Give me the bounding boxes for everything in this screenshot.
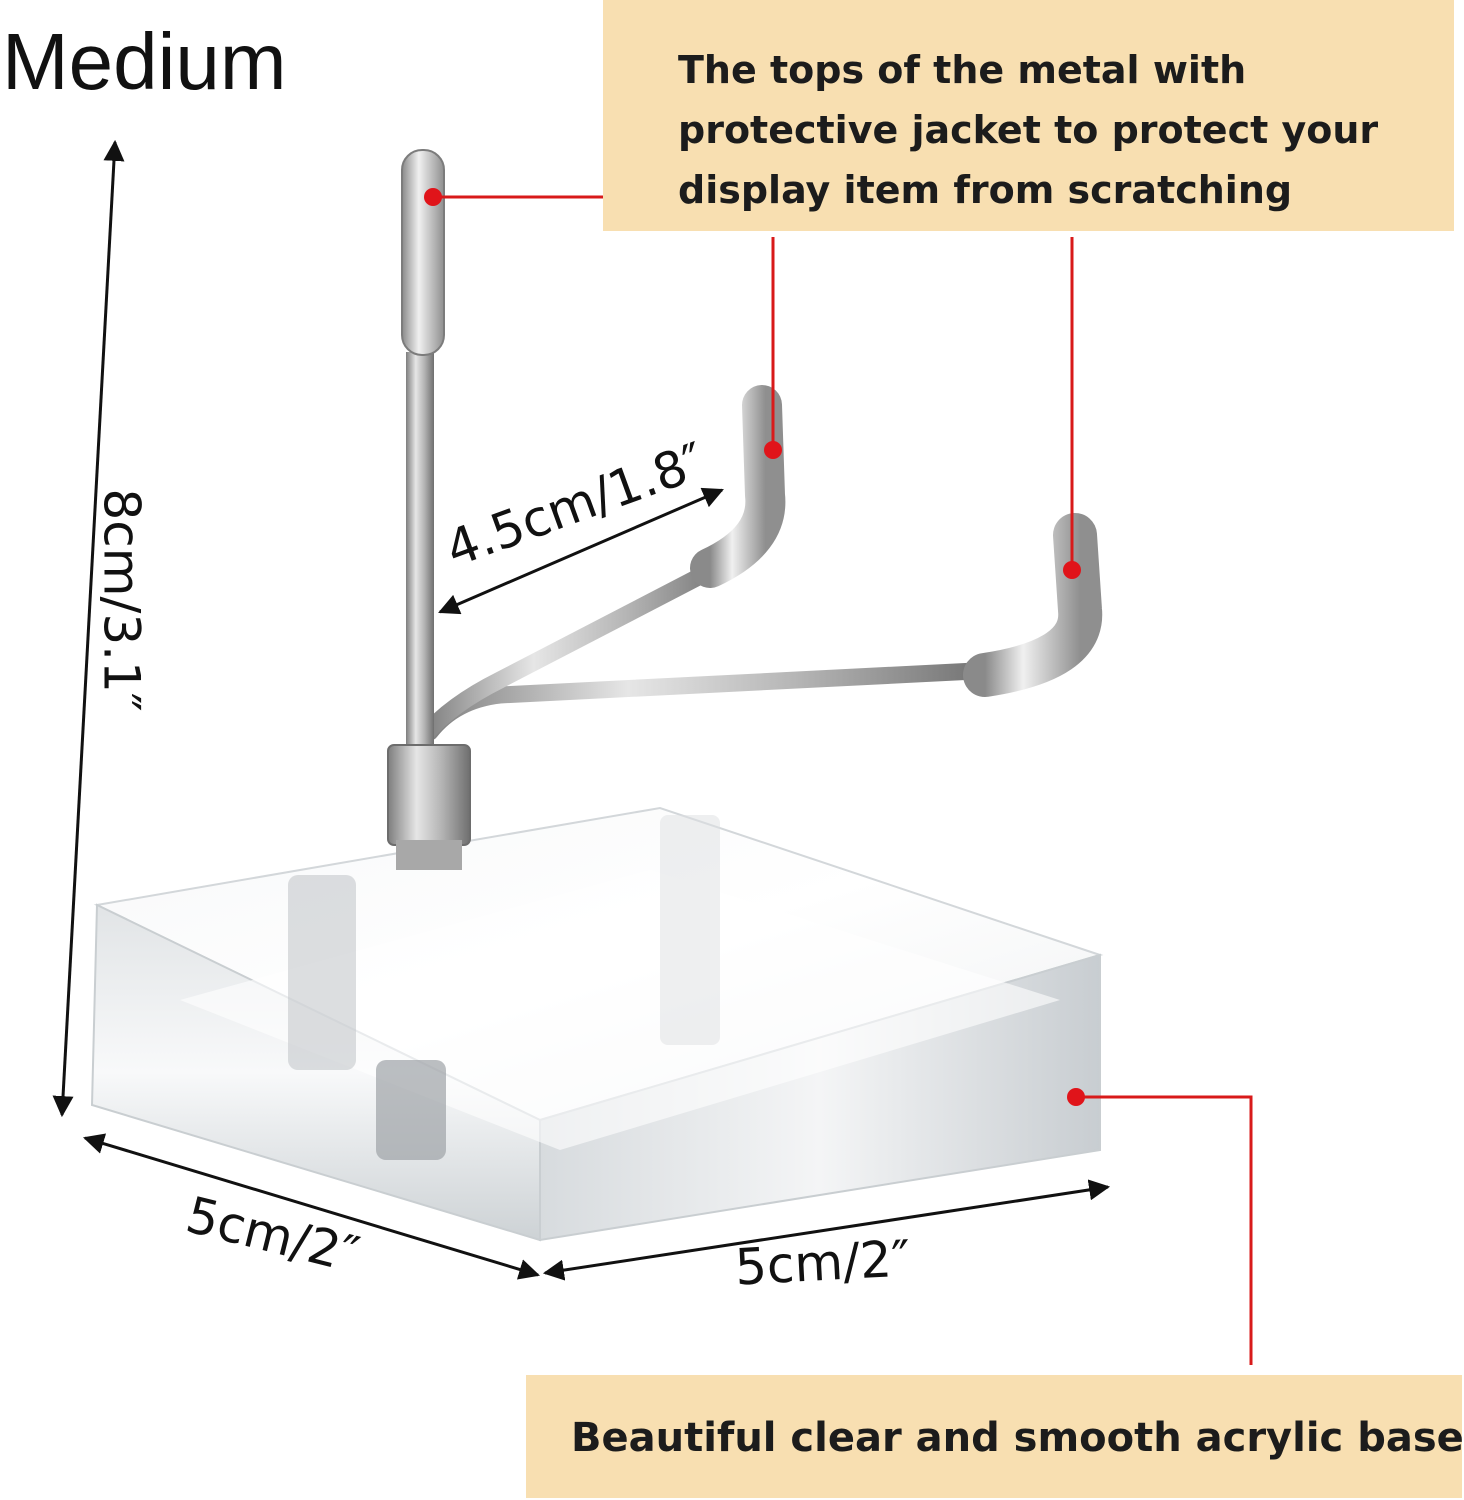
arrow-depth xyxy=(82,1133,541,1280)
rod-collar xyxy=(387,744,471,846)
rod-into-base xyxy=(396,840,462,870)
acrylic-base xyxy=(90,806,1104,1242)
embedded-post-3 xyxy=(660,815,720,1045)
size-title: Medium xyxy=(2,17,287,106)
embedded-post-2 xyxy=(376,1060,446,1160)
leader-lines xyxy=(433,195,1253,1365)
callout-protective-jacket: The tops of the metal with protective ja… xyxy=(603,0,1454,231)
embedded-post-1 xyxy=(288,875,356,1070)
center-rod xyxy=(406,352,434,752)
arrow-width xyxy=(542,1179,1111,1281)
dimension-height-label: 8cm/3.1″ xyxy=(92,488,151,712)
leader-dots xyxy=(424,188,1085,1106)
rear-arm-bend xyxy=(963,513,1103,697)
dot-rear-arm xyxy=(1063,561,1081,579)
front-arm-bend xyxy=(690,385,786,588)
arrow-arm xyxy=(438,487,724,615)
dimension-arrows xyxy=(52,139,1111,1281)
dimension-width-label: 5cm/2″ xyxy=(733,1229,912,1297)
callout-acrylic-base: Beautiful clear and smooth acrylic base xyxy=(526,1375,1464,1498)
dot-front-arm xyxy=(764,441,782,459)
dot-top-rod xyxy=(424,188,442,206)
top-protective-jacket xyxy=(401,149,445,356)
leader-base xyxy=(1076,1095,1253,1365)
arrow-height xyxy=(52,139,125,1118)
dot-base xyxy=(1067,1088,1085,1106)
